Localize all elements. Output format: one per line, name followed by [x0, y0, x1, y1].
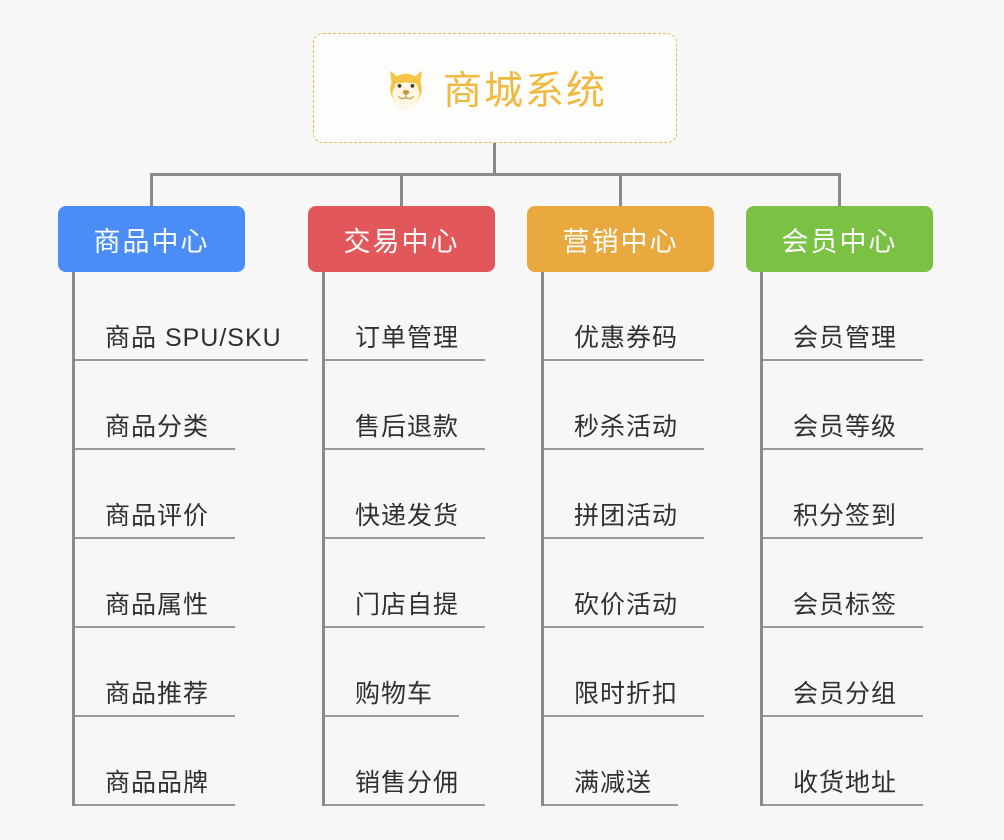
leaf-label: 满减送	[544, 769, 679, 806]
list-item[interactable]: 会员标签	[763, 539, 933, 628]
leaf-label: 会员管理	[763, 324, 924, 361]
list-item[interactable]: 积分签到	[763, 450, 933, 539]
leaf-label: 收货地址	[763, 769, 924, 806]
leaf-label: 秒杀活动	[544, 413, 705, 450]
branch-header-trade-center[interactable]: 交易中心	[308, 206, 495, 272]
leaf-label: 商品 SPU/SKU	[75, 324, 308, 361]
shiba-dog-face-icon	[383, 65, 429, 111]
list-item[interactable]: 商品评价	[75, 450, 308, 539]
list-item[interactable]: 商品 SPU/SKU	[75, 272, 308, 361]
list-item[interactable]: 商品属性	[75, 539, 308, 628]
root-node[interactable]: 商城系统	[313, 33, 677, 143]
branch-header-label: 交易中心	[343, 226, 460, 257]
leaf-label: 砍价活动	[544, 591, 705, 628]
connector-root-stem	[493, 143, 496, 176]
list-item[interactable]: 购物车	[325, 628, 495, 717]
branch-member-center: 会员中心 会员管理 会员等级 积分签到 会员标签 会员分组 收货地址	[746, 206, 933, 806]
leaf-label: 拼团活动	[544, 502, 705, 539]
list-item[interactable]: 销售分佣	[325, 717, 495, 806]
connector-drop-product	[150, 173, 153, 206]
leaf-list-member-center: 会员管理 会员等级 积分签到 会员标签 会员分组 收货地址	[760, 272, 933, 806]
leaf-list-trade-center: 订单管理 售后退款 快递发货 门店自提 购物车 销售分佣	[322, 272, 495, 806]
connector-horizontal-bus	[150, 173, 840, 176]
list-item[interactable]: 收货地址	[763, 717, 933, 806]
branch-header-marketing-center[interactable]: 营销中心	[527, 206, 714, 272]
leaf-label: 商品评价	[75, 502, 236, 539]
list-item[interactable]: 满减送	[544, 717, 714, 806]
leaf-label: 销售分佣	[325, 769, 486, 806]
list-item[interactable]: 优惠券码	[544, 272, 714, 361]
list-item[interactable]: 商品品牌	[75, 717, 308, 806]
leaf-label: 快递发货	[325, 502, 486, 539]
list-item[interactable]: 门店自提	[325, 539, 495, 628]
list-item[interactable]: 商品推荐	[75, 628, 308, 717]
leaf-label: 会员标签	[763, 591, 924, 628]
leaf-label: 积分签到	[763, 502, 924, 539]
branch-header-label: 商品中心	[93, 226, 210, 257]
list-item[interactable]: 限时折扣	[544, 628, 714, 717]
connector-drop-member	[838, 173, 841, 206]
branch-marketing-center: 营销中心 优惠券码 秒杀活动 拼团活动 砍价活动 限时折扣 满减送	[527, 206, 714, 806]
leaf-list-product-center: 商品 SPU/SKU 商品分类 商品评价 商品属性 商品推荐 商品品牌	[72, 272, 308, 806]
branch-header-label: 会员中心	[781, 226, 898, 257]
list-item[interactable]: 拼团活动	[544, 450, 714, 539]
list-item[interactable]: 商品分类	[75, 361, 308, 450]
leaf-list-marketing-center: 优惠券码 秒杀活动 拼团活动 砍价活动 限时折扣 满减送	[541, 272, 714, 806]
branch-trade-center: 交易中心 订单管理 售后退款 快递发货 门店自提 购物车 销售分佣	[308, 206, 495, 806]
leaf-label: 优惠券码	[544, 324, 705, 361]
connector-drop-marketing	[619, 173, 622, 206]
list-item[interactable]: 售后退款	[325, 361, 495, 450]
branch-product-center: 商品中心 商品 SPU/SKU 商品分类 商品评价 商品属性 商品推荐 商品品牌	[58, 206, 308, 806]
list-item[interactable]: 会员等级	[763, 361, 933, 450]
leaf-label: 购物车	[325, 680, 460, 717]
branch-header-member-center[interactable]: 会员中心	[746, 206, 933, 272]
leaf-label: 会员分组	[763, 680, 924, 717]
leaf-label: 商品分类	[75, 413, 236, 450]
branch-header-product-center[interactable]: 商品中心	[58, 206, 245, 272]
list-item[interactable]: 会员分组	[763, 628, 933, 717]
list-item[interactable]: 会员管理	[763, 272, 933, 361]
leaf-label: 会员等级	[763, 413, 924, 450]
leaf-label: 门店自提	[325, 591, 486, 628]
leaf-label: 商品推荐	[75, 680, 236, 717]
leaf-label: 限时折扣	[544, 680, 705, 717]
leaf-label: 售后退款	[325, 413, 486, 450]
list-item[interactable]: 快递发货	[325, 450, 495, 539]
connector-drop-trade	[400, 173, 403, 206]
list-item[interactable]: 秒杀活动	[544, 361, 714, 450]
leaf-label: 商品品牌	[75, 769, 236, 806]
root-title: 商城系统	[442, 70, 607, 113]
list-item[interactable]: 订单管理	[325, 272, 495, 361]
branch-header-label: 营销中心	[562, 226, 679, 257]
leaf-label: 商品属性	[75, 591, 236, 628]
leaf-label: 订单管理	[325, 324, 486, 361]
list-item[interactable]: 砍价活动	[544, 539, 714, 628]
